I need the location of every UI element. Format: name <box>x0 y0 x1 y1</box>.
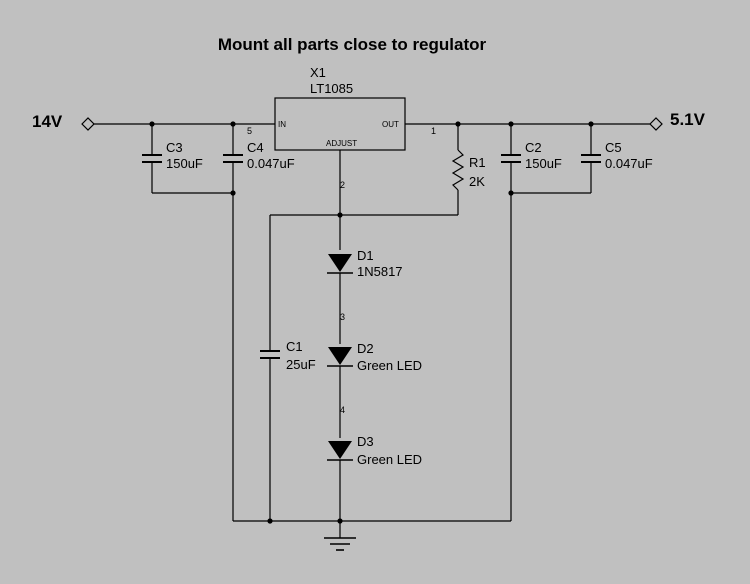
diagram-title: Mount all parts close to regulator <box>218 35 487 54</box>
d2-symbol <box>328 347 352 365</box>
d2-ref: D2 <box>357 341 374 356</box>
junction-dot <box>337 212 343 218</box>
c2-value: 150uF <box>525 156 562 171</box>
d2-value: Green LED <box>357 358 422 373</box>
d1-symbol <box>328 254 352 272</box>
c2-ref: C2 <box>525 140 542 155</box>
regulator-part: LT1085 <box>310 81 353 96</box>
capacitor-c4: C4 0.047uF <box>223 124 295 193</box>
junction-dot <box>149 121 155 127</box>
regulator-ref: X1 <box>310 65 326 80</box>
regulator-x1: X1 LT1085 IN OUT ADJUST <box>274 65 406 151</box>
r1-value: 2K <box>469 174 485 189</box>
output-port-label: 5.1V <box>670 110 706 129</box>
c5-value: 0.047uF <box>605 156 653 171</box>
net-label-3: 3 <box>340 312 345 322</box>
c3-value: 150uF <box>166 156 203 171</box>
regulator-pin-in: IN <box>278 120 286 129</box>
regulator-pin-adjust: ADJUST <box>326 139 357 148</box>
d3-symbol <box>328 441 352 459</box>
net-label-2: 2 <box>340 180 345 190</box>
junction-dot <box>267 518 273 524</box>
diode-d2: D2 Green LED <box>327 341 422 438</box>
capacitor-c3: C3 150uF <box>142 124 203 193</box>
junction-dot <box>337 518 343 524</box>
d1-ref: D1 <box>357 248 374 263</box>
junction-dot <box>588 121 594 127</box>
c5-ref: C5 <box>605 140 622 155</box>
c4-value: 0.047uF <box>247 156 295 171</box>
r1-ref: R1 <box>469 155 486 170</box>
d1-value: 1N5817 <box>357 264 403 279</box>
c1-value: 25uF <box>286 357 316 372</box>
net-label-1: 1 <box>431 126 436 136</box>
d3-ref: D3 <box>357 434 374 449</box>
capacitor-c1: C1 25uF <box>260 215 316 521</box>
resistor-r1: R1 2K <box>451 124 486 215</box>
ground-icon <box>324 537 356 551</box>
c4-ref: C4 <box>247 140 264 155</box>
capacitor-c2: C2 150uF <box>501 124 562 193</box>
net-label-4: 4 <box>340 405 345 415</box>
capacitor-c5: C5 0.047uF <box>581 124 653 193</box>
junction-dots <box>149 121 594 524</box>
junction-dot <box>455 121 461 127</box>
regulator-pin-out: OUT <box>382 120 399 129</box>
d3-value: Green LED <box>357 452 422 467</box>
junction-dot <box>508 190 514 196</box>
junction-dot <box>230 190 236 196</box>
diode-d3: D3 Green LED <box>327 434 422 521</box>
c3-ref: C3 <box>166 140 183 155</box>
net-label-5: 5 <box>247 126 252 136</box>
junction-dot <box>508 121 514 127</box>
c1-ref: C1 <box>286 339 303 354</box>
input-port-label: 14V <box>32 112 63 131</box>
output-port-connector <box>649 117 663 131</box>
junction-dot <box>230 121 236 127</box>
input-port-connector <box>81 117 95 131</box>
diode-d1: D1 1N5817 <box>327 248 403 344</box>
